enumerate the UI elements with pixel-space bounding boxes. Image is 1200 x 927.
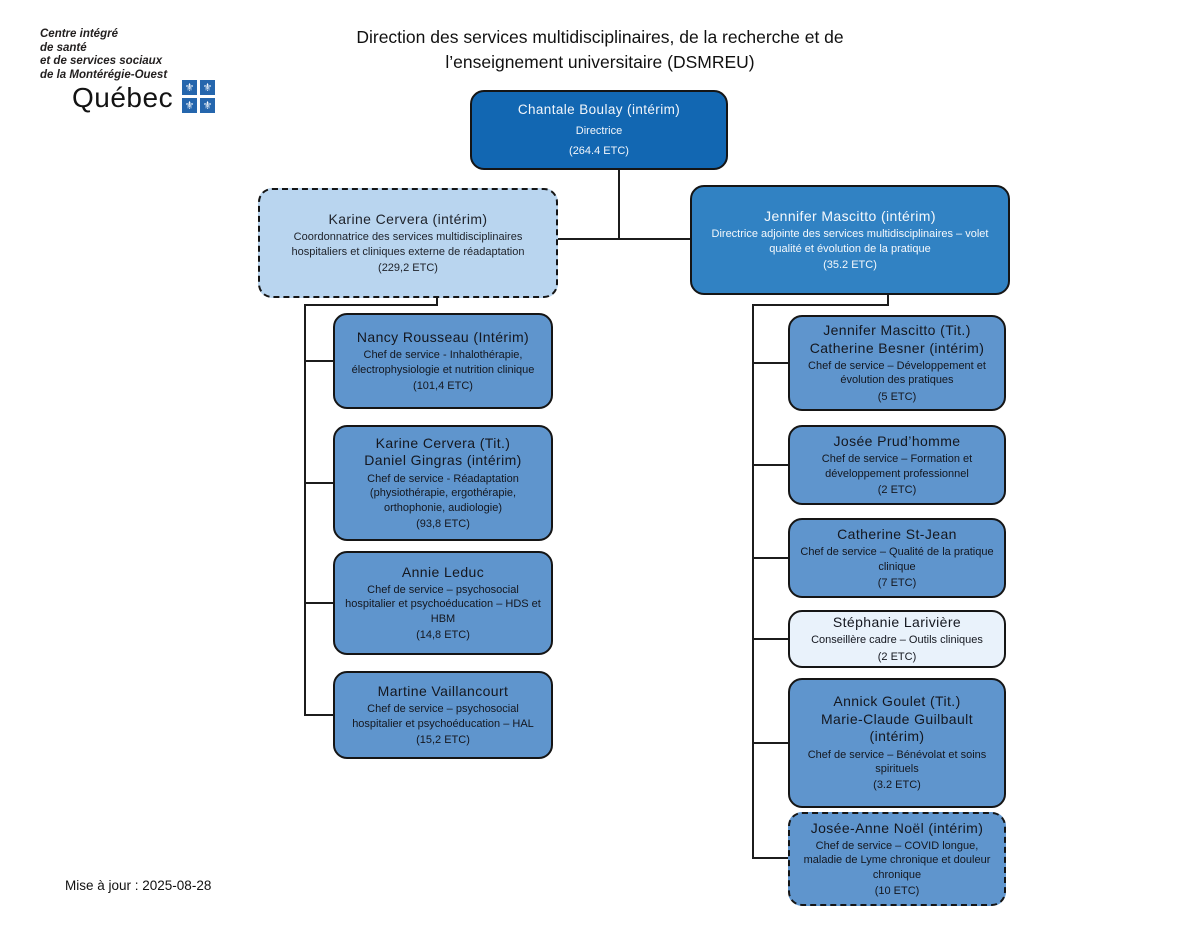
person-role: Chef de service - Réadaptation (physioth… (367, 472, 519, 514)
connector-line (752, 362, 789, 364)
connector-line (557, 238, 691, 240)
person-role: Chef de service – Formation et développe… (821, 453, 973, 480)
etc-count: (101,4 ETC) (413, 379, 473, 392)
org-box-formation: Josée Prud’homme Chef de service – Forma… (788, 425, 1006, 505)
etc-count: (10 ETC) (874, 885, 920, 898)
org-box-inhalotherapie: Nancy Rousseau (Intérim) Chef de service… (333, 313, 553, 409)
etc-count: (35.2 ETC) (823, 258, 877, 271)
logo-org-line: et de services sociaux (40, 55, 163, 68)
fleur-de-lis-icon: ⚜ (200, 80, 216, 96)
connector-line (752, 857, 789, 859)
person-role: Chef de service – Qualité de la pratique… (800, 546, 994, 573)
person-name: Martine Vaillancourt (377, 682, 509, 699)
connector-line (752, 304, 889, 306)
person-name: Marie-Claude Guilbault (intérim) (821, 710, 973, 745)
etc-count: (2 ETC) (877, 650, 917, 663)
person-name: Daniel Gingras (intérim) (364, 452, 522, 469)
person-role: Conseillère cadre – Outils cliniques (811, 634, 983, 647)
org-box-directrice-adjointe: Jennifer Mascitto (intérim) Directrice a… (690, 185, 1010, 295)
connector-line (304, 602, 334, 604)
person-name: Annie Leduc (401, 563, 485, 580)
etc-count: (14,8 ETC) (416, 629, 470, 642)
etc-count: (3.2 ETC) (873, 779, 921, 792)
org-box-outils-cliniques: Stéphanie Larivière Conseillère cadre – … (788, 610, 1006, 668)
logo-org-line: de santé (40, 41, 87, 54)
etc-count: (93,8 ETC) (416, 517, 470, 530)
fleur-de-lis-icon: ⚜ (182, 80, 198, 96)
person-role: Chef de service – Développement et évolu… (808, 360, 986, 387)
connector-line (304, 304, 438, 306)
page-title: Direction des services multidisciplinair… (0, 25, 1200, 74)
org-box-coordonnatrice: Karine Cervera (intérim) Coordonnatrice … (258, 188, 558, 298)
connector-line (752, 742, 789, 744)
person-role: Chef de service – psychosocial hospitali… (345, 584, 541, 625)
person-name: Karine Cervera (Tit.) (375, 434, 511, 451)
logo-org-line: Centre intégré (40, 28, 118, 40)
connector-line (304, 304, 306, 716)
connector-line (752, 557, 789, 559)
etc-count: (15,2 ETC) (416, 733, 470, 746)
quebec-wordmark: Québec (72, 82, 174, 114)
connector-line (752, 464, 789, 466)
person-name: Jennifer Mascitto (intérim) (764, 207, 936, 224)
person-role: Chef de service – COVID longue, maladie … (803, 840, 991, 881)
page-title-line2: l’enseignement universitaire (DSMREU) (445, 51, 755, 72)
etc-count: (229,2 ETC) (378, 261, 438, 274)
person-role: Chef de service – Bénévolat et soins spi… (807, 748, 987, 776)
person-name: Jennifer Mascitto (Tit.) (823, 322, 971, 339)
logo-org-name: Centre intégré de santé et de services s… (40, 28, 215, 82)
connector-line (752, 304, 754, 859)
person-role: Directrice adjointe des services multidi… (711, 228, 989, 255)
org-box-covid-longue: Josée-Anne Noël (intérim) Chef de servic… (788, 812, 1006, 906)
org-box-directrice: Chantale Boulay (intérim) Directrice (26… (470, 90, 728, 170)
connector-line (618, 170, 620, 239)
connector-line (304, 360, 334, 362)
person-name: Annick Goulet (Tit.) (833, 693, 961, 710)
org-box-psychosocial-hds-hbm: Annie Leduc Chef de service – psychosoci… (333, 551, 553, 655)
person-name: Catherine St-Jean (837, 525, 957, 542)
person-name: Josée Prud’homme (833, 432, 961, 449)
person-role: Chef de service – psychosocial hospitali… (352, 703, 534, 730)
org-box-benevolat: Annick Goulet (Tit.) Marie-Claude Guilba… (788, 678, 1006, 808)
person-name: Josée-Anne Noël (intérim) (810, 819, 984, 836)
logo-org-line: de la Montérégie-Ouest (40, 68, 168, 81)
cisss-monteregie-ouest-logo: Centre intégré de santé et de services s… (40, 28, 216, 114)
org-box-developpement-pratiques: Jennifer Mascitto (Tit.) Catherine Besne… (788, 315, 1006, 411)
org-box-psychosocial-hal: Martine Vaillancourt Chef de service – p… (333, 671, 553, 759)
etc-count: (7 ETC) (877, 576, 917, 589)
page-title-line1: Direction des services multidisciplinair… (356, 27, 844, 47)
person-name: Catherine Besner (intérim) (809, 339, 985, 356)
connector-line (304, 482, 334, 484)
connector-line (436, 298, 438, 306)
quebec-flag-icon: ⚜ ⚜ ⚜ ⚜ (182, 80, 216, 114)
connector-line (304, 714, 334, 716)
person-role: Directrice (575, 125, 623, 138)
connector-line (887, 295, 889, 306)
connector-line (752, 638, 789, 640)
person-name: Stéphanie Larivière (832, 613, 962, 630)
org-box-qualite-pratique: Catherine St-Jean Chef de service – Qual… (788, 518, 1006, 598)
org-box-readaptation: Karine Cervera (Tit.) Daniel Gingras (in… (333, 425, 553, 541)
fleur-de-lis-icon: ⚜ (200, 98, 216, 114)
etc-count: (264.4 ETC) (569, 144, 629, 157)
person-name: Karine Cervera (intérim) (328, 210, 488, 227)
etc-count: (5 ETC) (877, 390, 917, 403)
person-name: Chantale Boulay (intérim) (517, 102, 681, 117)
fleur-de-lis-icon: ⚜ (182, 98, 198, 114)
person-role: Coordonnatrice des services multidiscipl… (291, 231, 525, 258)
etc-count: (2 ETC) (877, 483, 917, 496)
person-name: Nancy Rousseau (Intérim) (356, 328, 530, 345)
person-role: Chef de service - Inhalothérapie, électr… (351, 349, 535, 376)
last-updated-note: Mise à jour : 2025-08-28 (65, 878, 212, 893)
